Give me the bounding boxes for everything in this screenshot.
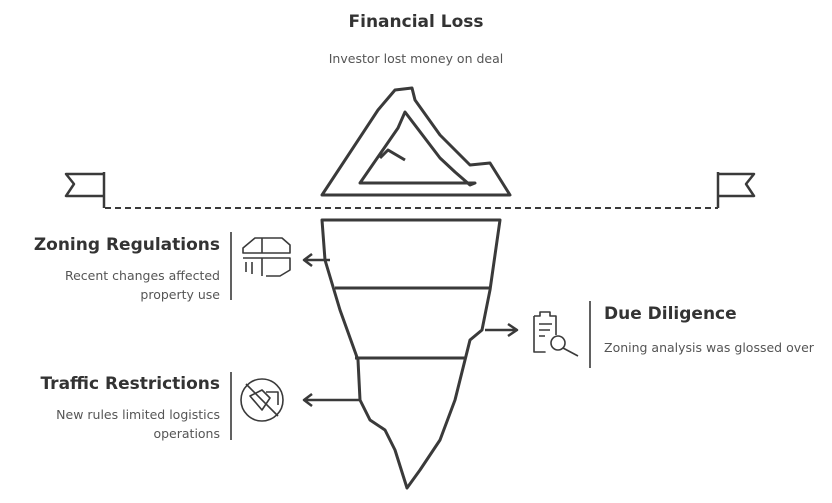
flag-right-icon [716, 172, 756, 208]
item-description: Recent changes affected property use [64, 268, 220, 302]
zoning-map-icon [242, 237, 291, 277]
item-title: Due Diligence [604, 304, 737, 324]
iceberg-tip [320, 86, 512, 197]
item-description: New rules limited logistics operations [56, 407, 220, 441]
clipboard-search-icon [533, 311, 579, 357]
divider-lines [230, 232, 591, 440]
item-title: Zoning Regulations [33, 235, 220, 255]
item-title: Traffic Restrictions [40, 374, 220, 394]
iceberg-underwater [320, 218, 502, 490]
top-description: Investor lost money on deal [328, 51, 504, 66]
no-truck-icon [240, 378, 284, 422]
item-description: Zoning analysis was glossed over [604, 340, 814, 355]
arrow-traffic [302, 393, 360, 407]
flag-left-icon [64, 172, 106, 208]
arrow-zoning [302, 253, 330, 267]
arrow-due-diligence [485, 322, 519, 338]
top-title: Financial Loss [348, 12, 484, 32]
